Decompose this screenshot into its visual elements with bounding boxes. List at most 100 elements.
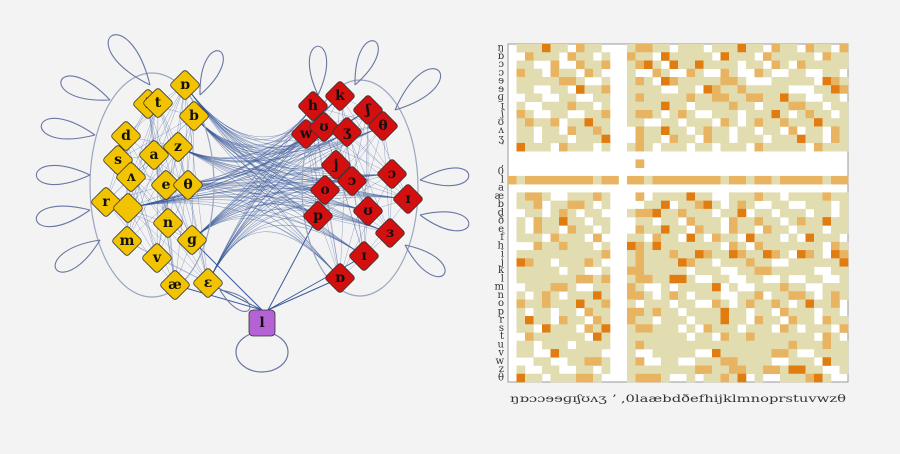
y-tick-label: k xyxy=(498,265,505,276)
heatmap-cell xyxy=(559,241,568,251)
heatmap-cell xyxy=(797,307,806,317)
heatmap-cell xyxy=(516,307,526,317)
heatmap-cell xyxy=(584,225,594,234)
heatmap-cell xyxy=(525,118,534,127)
heatmap-cell xyxy=(729,373,738,383)
heatmap-cell xyxy=(686,299,696,309)
heatmap-cell xyxy=(576,266,585,276)
heatmap-cell xyxy=(746,349,755,358)
heatmap-cell xyxy=(525,316,534,325)
heatmap-cell xyxy=(584,109,594,119)
heatmap-cell xyxy=(669,118,679,127)
heatmap-cell xyxy=(686,175,696,185)
heatmap-cell xyxy=(533,233,543,243)
x-axis-tick-labels: ŋɒɔɔɘɘɡɪʃʊʌʒ ʼ ,0laæbdðefhijklmnoprstuvw… xyxy=(510,394,846,405)
heatmap-cell xyxy=(771,118,781,127)
heatmap-cell xyxy=(559,44,568,53)
heatmap-cell xyxy=(822,283,832,292)
heatmap-cell xyxy=(678,208,687,218)
heatmap-cell xyxy=(678,365,687,375)
heatmap-cell xyxy=(644,250,653,259)
heatmap-cell xyxy=(822,175,832,185)
heatmap-cell xyxy=(839,60,849,70)
heatmap-cell xyxy=(805,225,815,234)
heatmap-cell xyxy=(627,283,636,292)
heatmap-cell xyxy=(746,365,755,375)
heatmap-cell xyxy=(652,200,662,210)
heatmap-cell xyxy=(763,217,772,226)
heatmap-cell xyxy=(805,291,815,300)
yellow-node: m xyxy=(112,226,142,256)
heatmap-cell xyxy=(839,217,849,226)
heatmap-cell xyxy=(533,142,543,152)
heatmap-cell xyxy=(703,307,713,317)
heatmap-cell xyxy=(695,250,704,259)
heatmap-cell xyxy=(822,44,832,53)
heatmap-cell xyxy=(695,76,704,86)
heatmap-cell xyxy=(712,233,721,243)
heatmap-cell xyxy=(661,126,670,135)
heatmap-cell xyxy=(627,340,636,350)
heatmap-cell xyxy=(814,101,823,111)
heatmap-cell xyxy=(559,208,568,218)
heatmap-cell xyxy=(703,52,713,61)
heatmap-cell xyxy=(754,258,764,267)
heatmap-cell xyxy=(737,44,747,53)
heatmap-cell xyxy=(627,241,636,251)
heatmap-cell xyxy=(593,60,602,70)
heatmap-cell xyxy=(712,60,721,70)
y-tick-label: æ xyxy=(495,191,504,202)
heatmap-cell xyxy=(567,175,577,185)
heatmap-cell xyxy=(661,307,670,317)
heatmap-cell xyxy=(627,233,636,243)
heatmap-cell xyxy=(550,200,560,210)
heatmap-cell xyxy=(780,299,789,309)
heatmap-cell xyxy=(669,225,679,234)
heatmap-cell xyxy=(525,283,534,292)
heatmap-cell xyxy=(686,44,696,53)
heatmap-cell xyxy=(644,340,653,350)
heatmap-cell xyxy=(559,217,568,226)
heatmap-cell xyxy=(678,44,687,53)
heatmap-cell xyxy=(814,192,823,201)
heatmap-cell xyxy=(839,225,849,234)
heatmap-cell xyxy=(516,316,526,325)
heatmap-cell xyxy=(831,357,840,366)
heatmap-cell xyxy=(584,349,594,358)
heatmap-cell xyxy=(644,93,653,103)
heatmap-cell xyxy=(661,68,670,78)
heatmap-cell xyxy=(550,291,560,300)
heatmap-cell xyxy=(720,142,730,152)
heatmap-cell xyxy=(601,118,611,127)
heatmap-cell xyxy=(780,332,789,342)
heatmap-cell xyxy=(635,101,645,111)
edge xyxy=(127,188,326,209)
heatmap-cell xyxy=(627,60,636,70)
heatmap-cell xyxy=(542,134,551,144)
heatmap-cell xyxy=(754,332,764,342)
heatmap-cell xyxy=(814,225,823,234)
edge xyxy=(147,103,193,241)
heatmap-cell xyxy=(661,365,670,375)
heatmap-cell xyxy=(669,241,679,251)
heatmap-cell xyxy=(712,266,721,276)
heatmap-cell xyxy=(533,332,543,342)
heatmap-cell xyxy=(593,208,602,218)
heatmap-cell xyxy=(780,208,789,218)
heatmap-cell xyxy=(814,118,823,127)
red-node: θ xyxy=(368,111,398,141)
node-label: æ xyxy=(168,277,182,293)
heatmap-cell xyxy=(729,250,738,259)
heatmap-cell xyxy=(584,142,594,152)
heatmap-cell xyxy=(601,93,611,103)
edge xyxy=(317,173,393,217)
heatmap-cell xyxy=(839,241,849,251)
heatmap-cell xyxy=(644,316,653,325)
heatmap-cell xyxy=(635,76,645,86)
heatmap-cell xyxy=(805,101,815,111)
heatmap-cell xyxy=(516,217,526,226)
heatmap-cell xyxy=(746,175,755,185)
heatmap-cell xyxy=(550,118,560,127)
heatmap-cell xyxy=(822,349,832,358)
